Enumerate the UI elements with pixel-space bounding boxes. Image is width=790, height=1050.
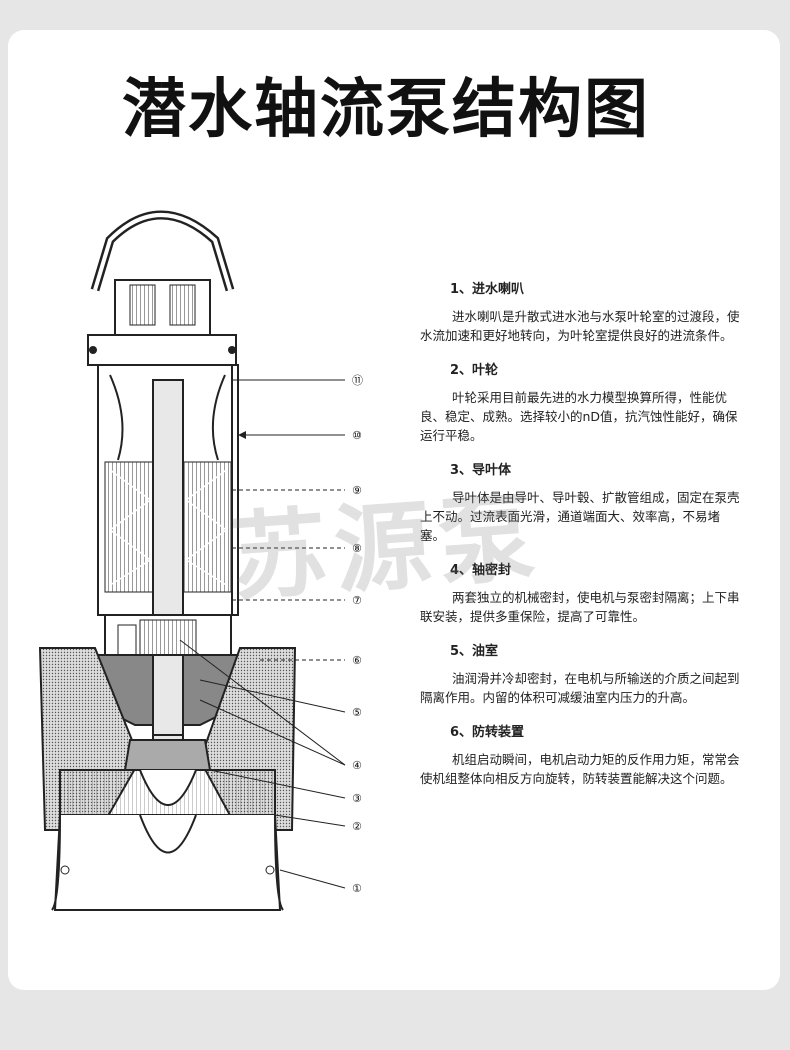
section-heading: 2、叶轮 — [450, 363, 499, 378]
section-heading: 1、进水喇叭 — [450, 282, 525, 297]
callout-1: ① — [352, 882, 362, 895]
impeller-hub — [139, 769, 197, 806]
callout-2: ② — [352, 820, 362, 833]
callout-8: ⑧ — [352, 542, 362, 555]
section-body: 油润滑并冷却密封，在电机与所输送的介质之间起到隔离作用。内留的体积可减缓油室内压… — [420, 671, 740, 705]
description-panel: 1、进水喇叭 进水喇叭是升散式进水池与水泵叶轮室的过渡段，使水流加速和更好地转向… — [420, 278, 740, 802]
impeller — [123, 739, 212, 771]
junction-box — [114, 279, 211, 341]
section-guide-vane: 3、导叶体 导叶体是由导叶、导叶毂、扩散管组成，固定在泵壳上不动。过流表面光滑，… — [420, 459, 740, 545]
callout-6: ⑥ — [352, 654, 362, 667]
callout-3: ③ — [352, 792, 362, 805]
section-body: 导叶体是由导叶、导叶毂、扩散管组成，固定在泵壳上不动。过流表面光滑，通道端面大、… — [420, 490, 740, 543]
section-heading: 4、轴密封 — [450, 563, 512, 578]
section-impeller: 2、叶轮 叶轮采用目前最先进的水力模型换算所得，性能优良、稳定、成熟。选择较小的… — [420, 359, 740, 445]
callout-11: ⑪ — [352, 374, 363, 387]
inlet-bell — [53, 814, 282, 911]
section-oil-chamber: 5、油室 油润滑并冷却密封，在电机与所输送的介质之间起到隔离作用。内留的体积可减… — [420, 640, 740, 707]
section-shaft-seal: 4、轴密封 两套独立的机械密封，使电机与泵密封隔离；上下串联安装，提供多重保险，… — [420, 559, 740, 626]
section-heading: 6、防转装置 — [450, 725, 525, 740]
callout-10: ⑩ — [352, 429, 362, 442]
section-heading: 3、导叶体 — [450, 463, 512, 478]
lifting-handle — [90, 210, 235, 292]
callout-5: ⑤ — [352, 706, 362, 719]
callout-7: ⑦ — [352, 594, 362, 607]
section-inlet-bell: 1、进水喇叭 进水喇叭是升散式进水池与水泵叶轮室的过渡段，使水流加速和更好地转向… — [420, 278, 740, 345]
section-anti-rotation: 6、防转装置 机组启动瞬间，电机启动力矩的反作用力矩，常常会使机组整体向相反方向… — [420, 721, 740, 788]
section-body: 叶轮采用目前最先进的水力模型换算所得，性能优良、稳定、成熟。选择较小的nD值，抗… — [420, 390, 738, 443]
section-body: 两套独立的机械密封，使电机与泵密封隔离；上下串联安装，提供多重保险，提高了可靠性… — [420, 590, 740, 624]
section-body: 进水喇叭是升散式进水池与水泵叶轮室的过渡段，使水流加速和更好地转向，为叶轮室提供… — [420, 309, 740, 343]
callout-4: ④ — [352, 759, 362, 772]
page-title: 潜水轴流泵结构图 — [122, 73, 650, 147]
section-heading: 5、油室 — [450, 644, 499, 659]
section-body: 机组启动瞬间，电机启动力矩的反作用力矩，常常会使机组整体向相反方向旋转，防转装置… — [420, 752, 740, 786]
callout-9: ⑨ — [352, 484, 362, 497]
